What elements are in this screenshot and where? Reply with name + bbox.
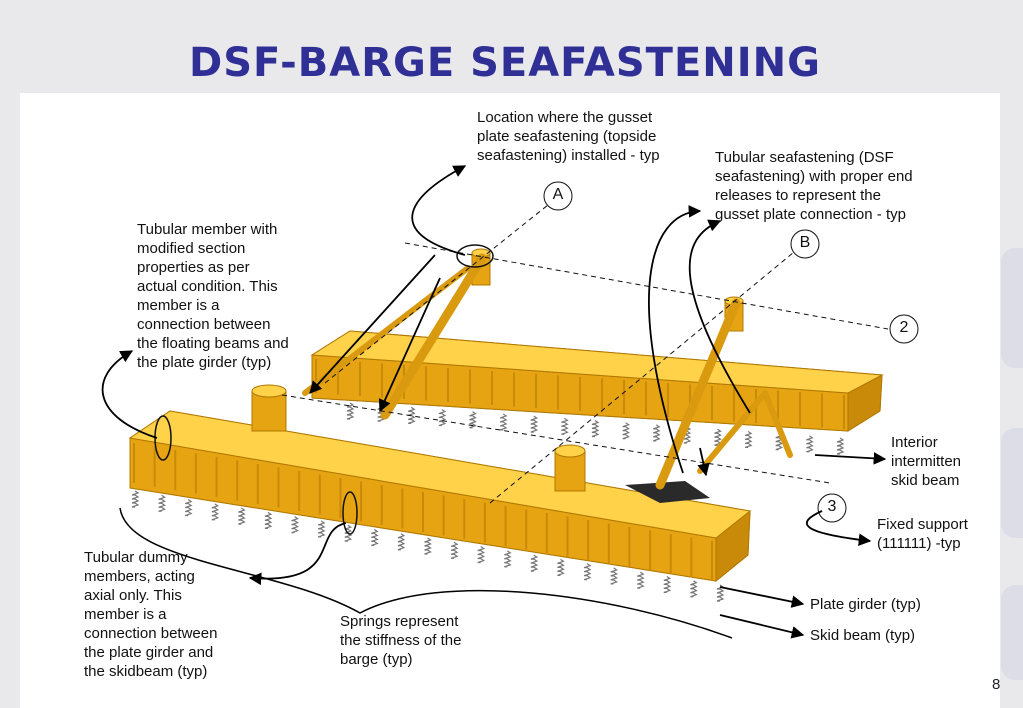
label-tubular-dummy: Tubular dummy members, acting axial only… <box>84 549 218 680</box>
highlight-ellipses <box>154 244 494 535</box>
leader-arrows <box>101 165 887 639</box>
springs-brace <box>119 507 733 639</box>
marker-a: A <box>552 186 564 203</box>
label-tubular-member: Tubular member with modified section pro… <box>137 221 289 371</box>
label-interior-skid-beam: Interior intermitten skid beam <box>891 434 962 489</box>
slide-title: DSF-BARGE SEAFASTENING <box>189 40 821 86</box>
marker-3: 3 <box>827 498 837 515</box>
front-skid-structure <box>128 384 752 583</box>
label-springs: Springs represent the stiffness of the b… <box>340 613 462 668</box>
label-fixed-support: Fixed support (111111) -typ <box>877 516 968 552</box>
reference-lines <box>281 196 889 504</box>
label-gusset-location: Location where the gusset plate seafaste… <box>477 109 660 164</box>
marker-b: B <box>799 234 811 251</box>
tubular-braces <box>302 253 793 490</box>
springs-back-row <box>346 402 845 455</box>
seafastening-model-diagram <box>101 165 919 639</box>
label-skid-beam: Skid beam (typ) <box>810 627 916 644</box>
page-number: 8 <box>992 676 1001 693</box>
back-skid-structure <box>310 248 884 432</box>
springs-front-row <box>131 490 725 602</box>
marker-2: 2 <box>899 319 909 336</box>
diagram-panel: Location where the gusset plate seafaste… <box>20 93 1000 708</box>
label-plate-girder: Plate girder (typ) <box>810 596 921 613</box>
label-tubular-seafastening: Tubular seafastening (DSF seafastening) … <box>715 149 913 223</box>
marker-circles <box>543 181 919 523</box>
